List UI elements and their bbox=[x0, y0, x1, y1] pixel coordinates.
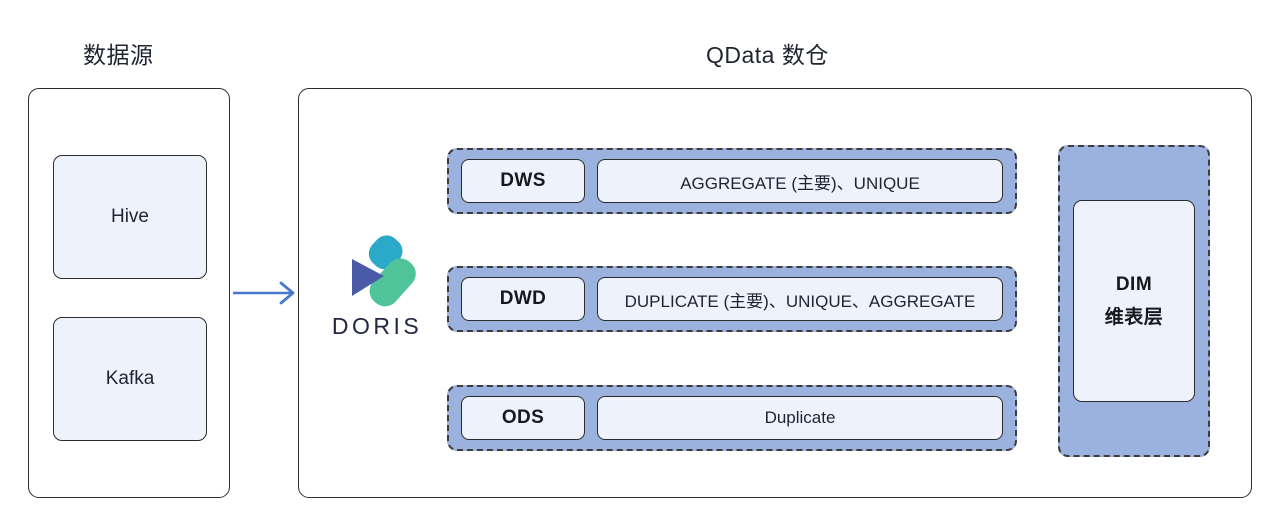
source-box-label: Kafka bbox=[105, 368, 155, 389]
layer-tag: DWS bbox=[461, 159, 585, 203]
layer-models: Duplicate bbox=[597, 396, 1003, 440]
layer-tag: ODS bbox=[461, 396, 585, 440]
layer-models: AGGREGATE (主要)、UNIQUE bbox=[597, 159, 1003, 203]
dim-tag: DIM bbox=[1115, 273, 1153, 295]
layer-models: DUPLICATE (主要)、UNIQUE、AGGREGATE bbox=[597, 277, 1003, 321]
source-section-title: 数据源 bbox=[83, 42, 154, 68]
warehouse-section-title: QData 数仓 bbox=[706, 42, 829, 68]
source-panel: Hive Kafka bbox=[28, 88, 230, 498]
source-box-hive[interactable]: Hive bbox=[53, 155, 207, 279]
doris-logo-icon bbox=[352, 235, 416, 307]
layer-tag: DWD bbox=[461, 277, 585, 321]
source-box-label: Hive bbox=[110, 206, 149, 227]
dim-layer-box[interactable]: DIM 维表层 bbox=[1073, 200, 1195, 402]
layer-row-dwd[interactable]: DWD DUPLICATE (主要)、UNIQUE、AGGREGATE bbox=[447, 266, 1017, 332]
doris-wordmark: DORIS bbox=[331, 313, 423, 339]
source-box-kafka[interactable]: Kafka bbox=[53, 317, 207, 441]
arrow-right-icon bbox=[233, 281, 295, 305]
dim-subtitle: 维表层 bbox=[1104, 306, 1164, 328]
dim-layer-group[interactable]: DIM 维表层 bbox=[1058, 145, 1210, 457]
doris-engine-block: DORIS bbox=[325, 234, 429, 344]
layer-row-dws[interactable]: DWS AGGREGATE (主要)、UNIQUE bbox=[447, 148, 1017, 214]
layer-row-ods[interactable]: ODS Duplicate bbox=[447, 385, 1017, 451]
